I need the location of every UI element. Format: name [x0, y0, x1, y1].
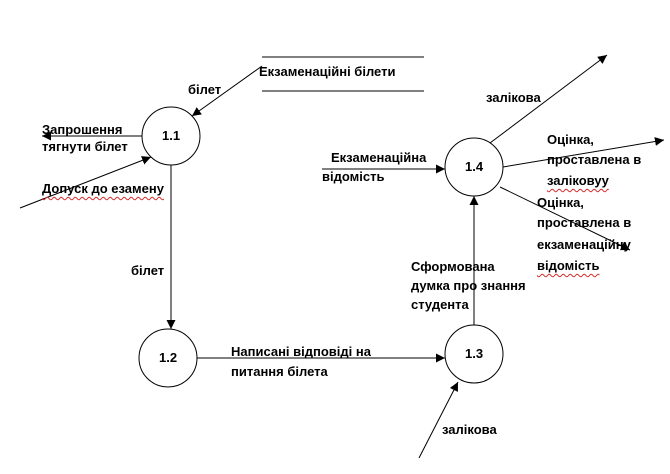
flow-label-record-in: залікова: [442, 422, 497, 437]
flow-label-grade-sheet-line4: відомість: [537, 257, 599, 274]
flow-label-ticket-top: білет: [188, 82, 222, 97]
flow-label-invite-line2: тягнути білет: [42, 139, 128, 154]
flow-label-grade-sheet-line2: проставлена в: [537, 215, 632, 230]
grade-sheet-line4-text: відомість: [537, 258, 600, 273]
process-label-1-2: 1.2: [159, 350, 178, 365]
grade-record-line3-text: заліковуу: [547, 173, 609, 188]
flow-label-record-out: залікова: [486, 90, 541, 105]
flow-label-opinion-line1: Сформована: [411, 259, 495, 274]
flow-label-admission: Допуск до езамену: [42, 180, 164, 197]
flow-admission-to-1-1: [19, 156, 152, 209]
flow-label-exam-sheet-line1: Екзаменаційна: [331, 150, 427, 165]
flow-1-4-grade-record: [502, 137, 665, 168]
flow-label-exam-sheet-line2: відомість: [322, 169, 385, 184]
admission-text: Допуск до езамену: [42, 181, 164, 196]
process-label-1-3: 1.3: [465, 346, 484, 361]
flow-label-grade-record-line2: проставлена в: [547, 152, 642, 167]
flow-label-grade-sheet-line3: екзаменаційну: [537, 237, 631, 252]
flow-1-4-record-out: [489, 54, 608, 144]
flow-label-grade-sheet-line1: Оцінка,: [537, 195, 584, 210]
flow-store-to-1-1: [191, 65, 263, 117]
flow-label-opinion-line3: студента: [411, 297, 469, 312]
flow-label-ticket-middle: білет: [131, 263, 165, 278]
flow-label-answers-line2: питання білета: [231, 364, 328, 379]
data-store-label: Екзаменаційні білети: [259, 64, 396, 79]
flow-label-answers-line1: Написані відповіді на: [231, 344, 371, 359]
flow-record-to-1-3: [418, 381, 459, 459]
process-label-1-1: 1.1: [162, 128, 181, 143]
flow-label-grade-record-line3: заліковуу: [547, 172, 609, 189]
flow-1-4-grade-sheet: [499, 186, 631, 251]
flow-label-grade-record-line1: Оцінка,: [547, 132, 594, 147]
process-label-1-4: 1.4: [465, 159, 484, 174]
flow-label-opinion-line2: думка про знання: [411, 278, 526, 293]
flow-label-invite-line1: Запрошення: [42, 122, 123, 137]
